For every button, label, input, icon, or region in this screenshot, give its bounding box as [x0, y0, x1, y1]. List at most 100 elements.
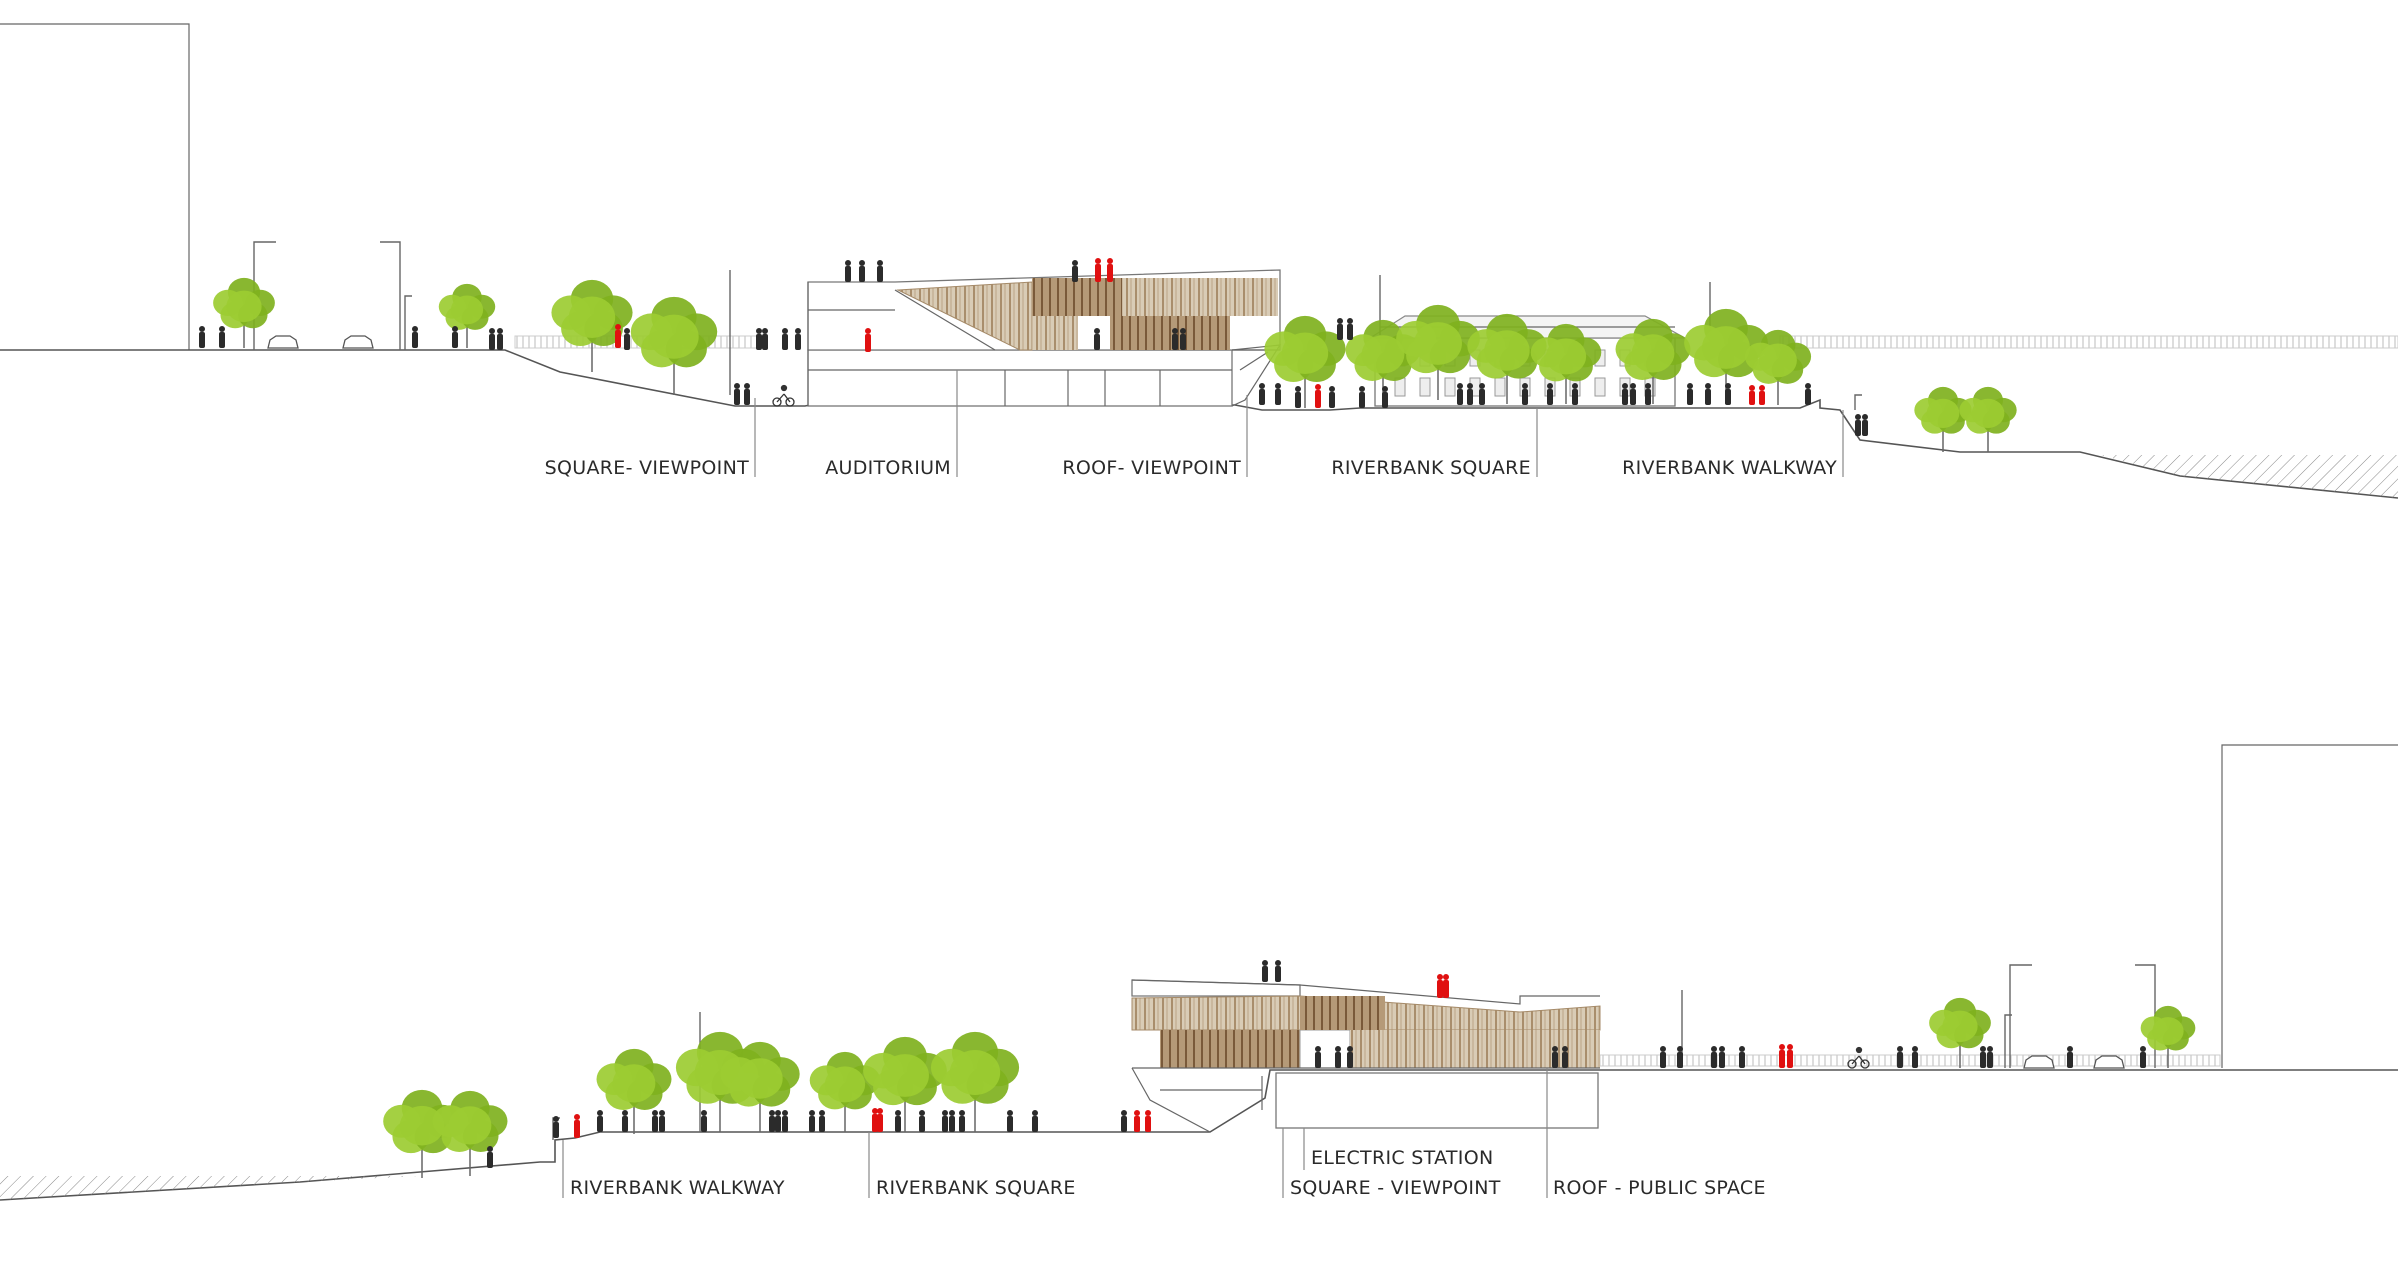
tree-icon — [720, 1041, 800, 1132]
person-icon — [452, 326, 458, 348]
tree-icon — [213, 277, 275, 348]
person-icon — [877, 260, 883, 282]
person-icon — [949, 1110, 955, 1132]
person-icon — [2140, 1046, 2146, 1068]
person-icon — [597, 1110, 603, 1132]
person-icon — [574, 1114, 580, 1138]
tree-icon — [630, 296, 718, 395]
electric-station — [1275, 1072, 1599, 1129]
tall-building-right — [2221, 744, 2398, 1068]
car-icon — [2023, 1055, 2125, 1069]
person-icon — [1562, 1046, 1568, 1068]
label-auditorium: AUDITORIUM — [825, 457, 951, 479]
person-icon — [219, 326, 225, 348]
person-icon — [412, 326, 418, 348]
person-icon — [782, 1110, 788, 1132]
person-icon — [819, 1110, 825, 1132]
person-icon — [1479, 383, 1485, 405]
tree-icon — [1929, 997, 1991, 1068]
trees-bottom — [383, 997, 2196, 1178]
river-hatch-bottom — [0, 1176, 420, 1200]
tree-icon — [551, 279, 633, 372]
person-icon — [845, 260, 851, 282]
person-icon — [1315, 1046, 1321, 1068]
person-icon — [1121, 1110, 1127, 1132]
people-bottom — [487, 960, 2146, 1168]
person-icon — [877, 1108, 883, 1132]
labels-bottom: RIVERBANK WALKWAY RIVERBANK SQUARE ELECT… — [562, 1068, 1766, 1199]
person-icon — [1259, 383, 1265, 405]
person-icon — [1862, 414, 1868, 436]
car-icon — [267, 335, 374, 349]
tree-icon — [1744, 329, 1812, 405]
person-icon — [1645, 383, 1651, 405]
tall-building-left — [0, 23, 190, 350]
tree-icon — [596, 1048, 672, 1134]
person-icon — [1719, 1046, 1725, 1068]
section-bottom: RIVERBANK WALKWAY RIVERBANK SQUARE ELECT… — [0, 744, 2398, 1201]
person-icon — [1347, 318, 1353, 340]
person-icon — [1912, 1046, 1918, 1068]
person-icon — [1295, 386, 1301, 408]
label-square-viewpoint-bottom: SQUARE - VIEWPOINT — [1290, 1177, 1501, 1199]
person-icon — [1172, 328, 1178, 350]
person-icon — [615, 324, 621, 348]
person-icon — [624, 328, 630, 350]
person-icon — [497, 328, 503, 350]
person-icon — [1180, 328, 1186, 350]
person-icon — [809, 1110, 815, 1132]
person-icon — [919, 1110, 925, 1132]
person-icon — [1094, 328, 1100, 350]
person-icon — [1547, 383, 1553, 405]
people-top — [199, 258, 1868, 436]
labels-top: SQUARE- VIEWPOINT AUDITORIUM ROOF- VIEWP… — [545, 370, 1844, 479]
person-icon — [1897, 1046, 1903, 1068]
label-electric-station: ELECTRIC STATION — [1311, 1147, 1493, 1169]
person-icon — [487, 1146, 493, 1168]
ground-line-top — [0, 349, 2398, 499]
tree-icon — [1615, 318, 1691, 404]
person-icon — [756, 328, 762, 350]
person-icon — [769, 1110, 775, 1132]
person-icon — [489, 328, 495, 350]
person-icon — [622, 1110, 628, 1132]
label-riverbank-walkway: RIVERBANK WALKWAY — [1622, 457, 1837, 479]
person-icon — [1725, 383, 1731, 405]
person-icon — [762, 328, 768, 350]
tree-icon — [432, 1090, 508, 1176]
person-icon — [1329, 386, 1335, 408]
person-icon — [1522, 383, 1528, 405]
person-icon — [1457, 383, 1463, 405]
person-icon — [942, 1110, 948, 1132]
person-icon — [553, 1116, 559, 1138]
person-icon — [199, 326, 205, 348]
person-icon — [1552, 1046, 1558, 1068]
person-icon — [959, 1110, 965, 1132]
person-icon — [1787, 1044, 1793, 1068]
railing-right — [1779, 335, 2398, 349]
person-icon — [1337, 318, 1343, 340]
person-icon — [775, 1110, 781, 1132]
person-icon — [744, 383, 750, 405]
person-icon — [1275, 960, 1281, 982]
person-icon — [1779, 1044, 1785, 1068]
person-icon — [1107, 258, 1113, 282]
tree-icon — [1959, 386, 2017, 452]
tree-icon — [2140, 1005, 2196, 1068]
river-hatch-top — [2100, 455, 2398, 498]
person-icon — [895, 1110, 901, 1132]
tree-icon — [1914, 386, 1972, 452]
label-riverbank-square-bottom: RIVERBANK SQUARE — [876, 1177, 1076, 1199]
label-riverbank-walkway-bottom: RIVERBANK WALKWAY — [570, 1177, 785, 1199]
person-icon — [1382, 386, 1388, 408]
person-icon — [1805, 383, 1811, 405]
person-icon — [1855, 414, 1861, 436]
person-icon — [859, 260, 865, 282]
person-icon — [1677, 1046, 1683, 1068]
person-icon — [1739, 1046, 1745, 1068]
label-riverbank-square: RIVERBANK SQUARE — [1331, 457, 1531, 479]
tree-icon — [1264, 315, 1346, 408]
person-icon — [1687, 383, 1693, 405]
person-icon — [1072, 260, 1078, 282]
